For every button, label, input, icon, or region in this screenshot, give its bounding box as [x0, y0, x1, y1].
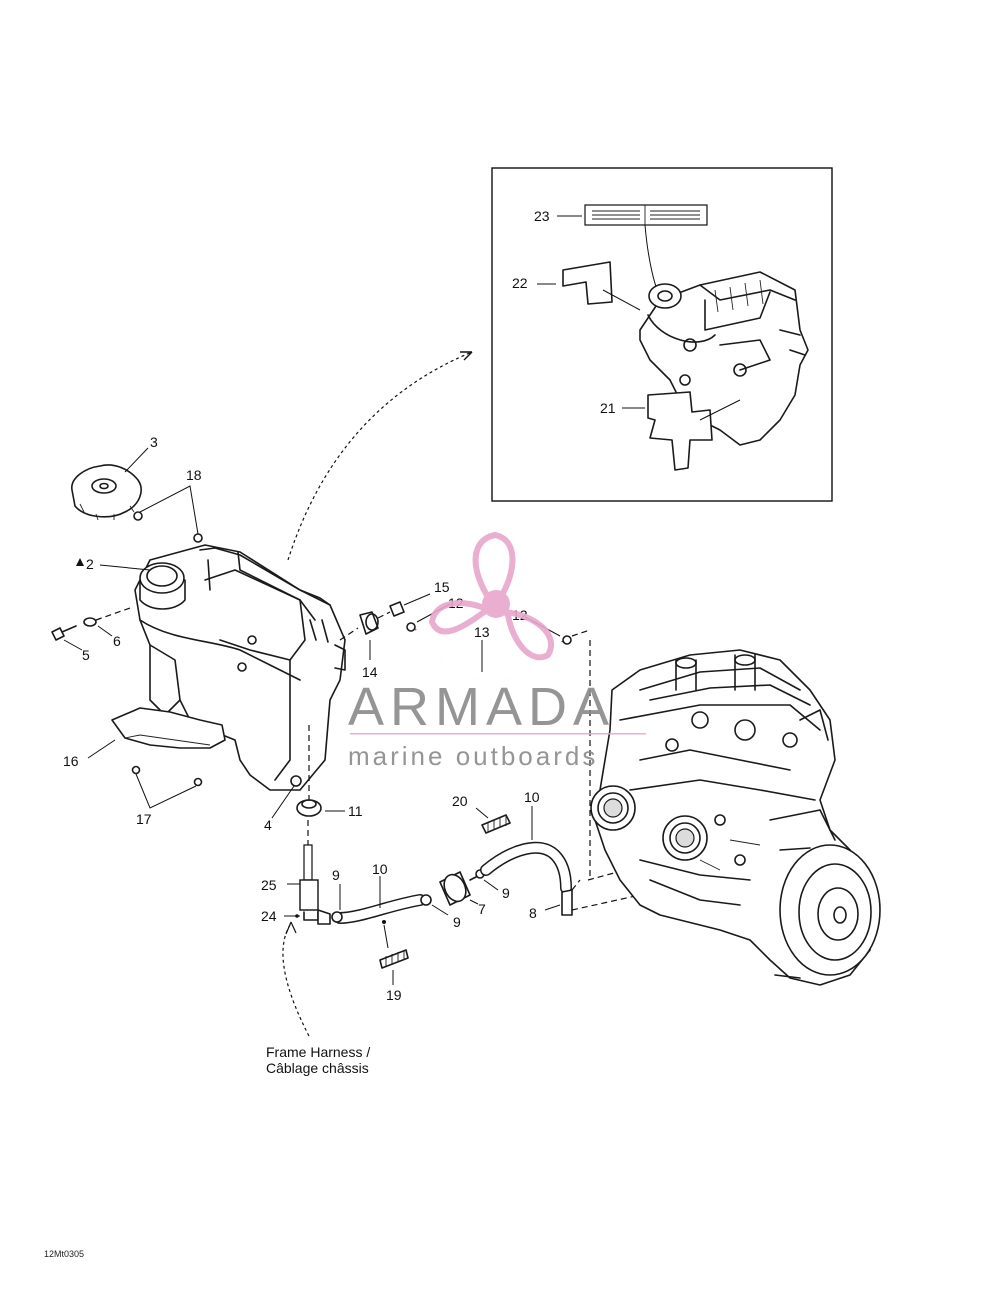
screw-5-washer-6 — [51, 607, 131, 651]
watermark-brand: ARMADA — [348, 677, 615, 737]
grommet-11 — [296, 799, 345, 817]
grommet-4 — [290, 775, 302, 787]
propeller-logo — [428, 531, 555, 661]
callout-15: 15 — [434, 579, 450, 595]
watermark: ARMADA marine outboards — [348, 531, 646, 771]
callout-3: 3 — [150, 434, 158, 450]
callout-14: 14 — [362, 664, 378, 680]
callout-9-b: 9 — [453, 914, 461, 930]
hose-13 — [406, 603, 591, 682]
callout-22: 22 — [512, 275, 528, 291]
fitting-8 — [544, 640, 641, 916]
callout-9-a: 9 — [332, 867, 340, 883]
callout-24: 24 — [261, 908, 277, 924]
drawing-code: 12Mt0305 — [44, 1249, 84, 1259]
engine — [590, 649, 881, 986]
callout-6: 6 — [113, 633, 121, 649]
label-22 — [562, 261, 613, 305]
harness-leader — [282, 924, 311, 1039]
callout-17: 17 — [136, 811, 152, 827]
callout-4: 4 — [264, 817, 272, 833]
decal-23 — [584, 204, 708, 226]
screws-17 — [131, 765, 203, 809]
callout-19: 19 — [386, 987, 402, 1003]
callout-20: 20 — [452, 793, 468, 809]
connector-24 — [284, 909, 331, 925]
callout-8: 8 — [529, 905, 537, 921]
callout-16: 16 — [63, 753, 79, 769]
callout-18: 18 — [186, 467, 202, 483]
fitting-15 — [377, 593, 431, 619]
callout-21: 21 — [600, 400, 616, 416]
callout-7: 7 — [478, 901, 486, 917]
callout-5: 5 — [82, 647, 90, 663]
oil-tank — [134, 544, 346, 791]
callout-10-a: 10 — [372, 861, 388, 877]
screws-18 — [133, 485, 203, 543]
oil-tank-cap — [71, 464, 142, 521]
clamp-19 — [379, 949, 409, 985]
callout-11: 11 — [348, 803, 363, 819]
inset-arrow — [287, 351, 473, 561]
callout-23: 23 — [534, 208, 550, 224]
harness-label-fr: Câblage châssis — [266, 1060, 369, 1076]
filter-7 — [439, 869, 485, 906]
inset-panel — [491, 167, 833, 502]
harness-label-en: Frame Harness / — [266, 1044, 370, 1060]
callout-13: 13 — [474, 624, 490, 640]
watermark-tagline: marine outboards — [348, 741, 598, 771]
callout-9-c: 9 — [502, 885, 510, 901]
level-sensor-25 — [287, 820, 319, 911]
shield-16 — [111, 707, 226, 749]
callout-10-b: 10 — [524, 789, 540, 805]
fitting-14 — [339, 611, 379, 660]
callout-2: 2 — [86, 556, 94, 572]
label-21 — [647, 391, 713, 471]
clamp-20 — [475, 807, 511, 834]
callout-25: 25 — [261, 877, 277, 893]
hose-10-lower — [331, 876, 449, 949]
